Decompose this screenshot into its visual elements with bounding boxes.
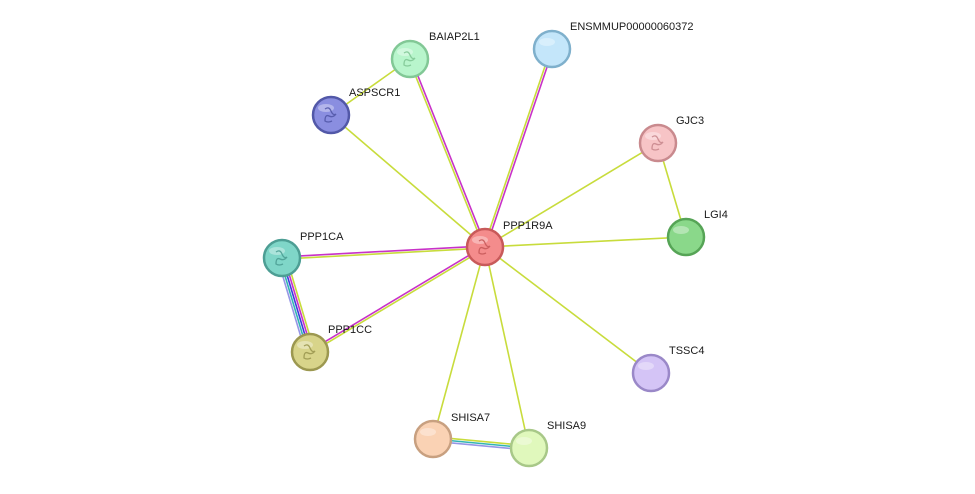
node-circle[interactable]	[666, 217, 706, 257]
edge-evidence-line	[432, 246, 486, 440]
node-circle[interactable]	[465, 227, 505, 267]
edge-evidence-line	[484, 236, 687, 248]
node-aspscr1[interactable]: ASPSCR1	[311, 87, 400, 135]
node-gjc3[interactable]: GJC3	[638, 115, 704, 163]
protein-structure-icon	[324, 107, 337, 123]
node-circle[interactable]	[532, 29, 572, 69]
edge-evidence-line	[485, 49, 554, 248]
protein-structure-icon	[275, 250, 288, 266]
edge-ppp1r9a-ppp1cc[interactable]	[309, 245, 486, 354]
node-label: LGI4	[704, 209, 728, 221]
node-layer: PPP1R9A BAIAP2L1 ENSMMUP00000060372ASPSCR1…	[262, 21, 728, 468]
edge-evidence-line	[309, 245, 485, 352]
edge-ppp1r9a-tssc4[interactable]	[484, 246, 652, 374]
node-shisa7[interactable]: SHISA7	[413, 412, 490, 459]
edge-evidence-line	[484, 246, 530, 449]
edge-evidence-line	[330, 114, 486, 248]
node-baiap2l1[interactable]: BAIAP2L1	[390, 31, 480, 79]
node-circle[interactable]	[390, 39, 430, 79]
node-highlight	[638, 362, 654, 370]
node-circle[interactable]	[311, 95, 351, 135]
node-label: BAIAP2L1	[429, 31, 480, 43]
node-ppp1ca[interactable]: PPP1CA	[262, 231, 344, 278]
edge-ppp1r9a-ppp1ca[interactable]	[281, 245, 486, 260]
node-circle[interactable]	[509, 428, 549, 468]
node-lgi4[interactable]: LGI4	[666, 209, 728, 257]
protein-structure-icon	[651, 135, 664, 151]
node-label: PPP1R9A	[503, 220, 553, 232]
edge-evidence-line	[484, 142, 659, 248]
node-highlight	[420, 428, 436, 436]
protein-structure-icon	[403, 51, 416, 67]
edge-evidence-line	[281, 245, 485, 258]
edge-ppp1r9a-shisa9[interactable]	[484, 246, 530, 449]
node-circle[interactable]	[413, 419, 453, 459]
protein-structure-icon	[478, 239, 491, 255]
edge-evidence-line	[483, 48, 552, 247]
node-label: PPP1CA	[300, 231, 344, 243]
node-circle[interactable]	[638, 123, 678, 163]
node-shisa9[interactable]: SHISA9	[509, 420, 586, 468]
node-label: GJC3	[676, 115, 704, 127]
node-ppp1r9a[interactable]: PPP1R9A	[465, 220, 553, 267]
edge-evidence-line	[408, 59, 485, 248]
edge-ppp1r9a-gjc3[interactable]	[484, 142, 659, 248]
node-ensmmup00000060372[interactable]: ENSMMUP00000060372	[532, 21, 694, 69]
node-label: ENSMMUP00000060372	[570, 21, 694, 33]
node-label: SHISA9	[547, 420, 586, 432]
edge-ppp1r9a-shisa7[interactable]	[432, 246, 486, 440]
node-ppp1cc[interactable]: PPP1CC	[290, 324, 372, 372]
edge-ppp1r9a-baiap2l1[interactable]	[408, 58, 487, 248]
edge-ppp1r9a-lgi4[interactable]	[484, 236, 687, 248]
node-circle[interactable]	[262, 238, 302, 278]
node-circle[interactable]	[290, 332, 330, 372]
node-highlight	[539, 38, 555, 46]
node-circle[interactable]	[631, 353, 671, 393]
edge-ppp1r9a-ensmmup00000060372[interactable]	[483, 48, 554, 248]
protein-structure-icon	[303, 344, 316, 360]
node-label: PPP1CC	[328, 324, 372, 336]
edge-evidence-line	[484, 246, 652, 374]
edge-ppp1r9a-aspscr1[interactable]	[330, 114, 486, 248]
node-label: SHISA7	[451, 412, 490, 424]
edge-evidence-line	[410, 58, 487, 247]
node-highlight	[516, 437, 532, 445]
edge-evidence-line	[282, 247, 486, 260]
node-highlight	[673, 226, 689, 234]
node-label: TSSC4	[669, 345, 704, 357]
edge-evidence-line	[310, 247, 486, 354]
node-tssc4[interactable]: TSSC4	[631, 345, 704, 393]
node-label: ASPSCR1	[349, 87, 400, 99]
